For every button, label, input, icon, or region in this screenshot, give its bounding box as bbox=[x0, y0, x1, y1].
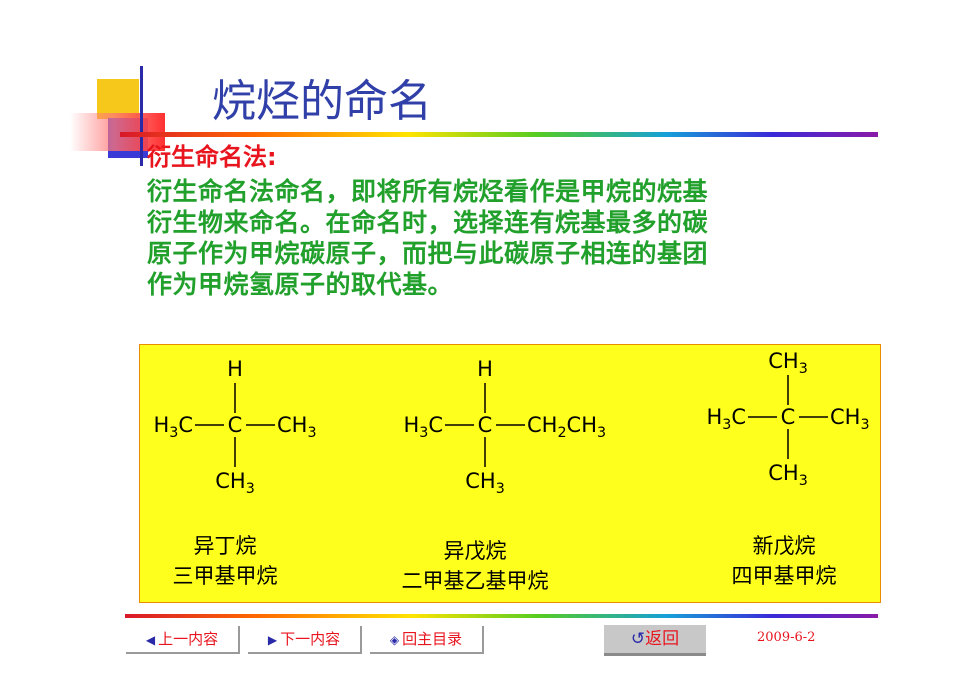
body-line: 作为甲烷氢原子的取代基。 bbox=[147, 270, 454, 299]
molecule-1-center-carbon: C bbox=[228, 413, 243, 437]
molecule-2-center-carbon: C bbox=[478, 413, 493, 437]
molecule-2-derived-name: 二甲基乙基甲烷 bbox=[402, 569, 549, 593]
title-deco-vertical-line bbox=[140, 66, 143, 166]
back-button[interactable]: ↺返回 bbox=[604, 625, 706, 656]
molecule-2-bottom-group: CH3 bbox=[465, 469, 505, 497]
diamond-icon: ◈ bbox=[389, 633, 400, 647]
molecule-1-common-name: 异丁烷 bbox=[194, 534, 257, 558]
molecule-1-left-group: H3C bbox=[153, 413, 193, 441]
next-content-button[interactable]: ▶下一内容 bbox=[248, 626, 362, 654]
date-label: 2009-6-2 bbox=[757, 630, 816, 645]
molecule-1-bottom-group: CH3 bbox=[215, 469, 255, 497]
molecule-1-derived-name: 三甲基甲烷 bbox=[173, 564, 278, 588]
molecule-3-top-group: CH3 bbox=[768, 349, 808, 377]
molecule-3-right-group: CH3 bbox=[830, 405, 870, 433]
footer-rainbow-rule bbox=[125, 614, 878, 618]
title-deco-yellow-square bbox=[97, 79, 139, 119]
molecule-2-top-group: H bbox=[477, 357, 493, 381]
molecule-2-left-group: H3C bbox=[403, 413, 443, 441]
molecule-3-bottom-group: CH3 bbox=[768, 461, 808, 489]
body-line: 原子作为甲烷碳原子，而把与此碳原子相连的基团 bbox=[147, 239, 709, 268]
prev-content-label: 上一内容 bbox=[158, 630, 219, 648]
main-menu-button[interactable]: ◈回主目录 bbox=[370, 626, 484, 654]
main-menu-label: 回主目录 bbox=[402, 630, 463, 648]
molecule-2-common-name: 异戊烷 bbox=[444, 539, 507, 563]
molecule-3-derived-name: 四甲基甲烷 bbox=[732, 564, 837, 588]
body-line: 衍生命名法命名，即将所有烷烃看作是甲烷的烷基 bbox=[147, 177, 709, 206]
molecule-3-left-group: H3C bbox=[706, 405, 746, 433]
section-subtitle: 衍生命名法: bbox=[147, 143, 277, 171]
body-paragraph: 衍生命名法命名，即将所有烷烃看作是甲烷的烷基 衍生物来命名。在命名时，选择连有烷… bbox=[147, 176, 887, 300]
molecule-3-center-carbon: C bbox=[781, 405, 796, 429]
title-rainbow-rule bbox=[120, 132, 878, 137]
triangle-right-icon: ▶ bbox=[267, 633, 278, 647]
page-title: 烷烃的命名 bbox=[212, 76, 432, 127]
prev-content-button[interactable]: ◀上一内容 bbox=[126, 626, 240, 654]
molecule-1-right-group: CH3 bbox=[277, 413, 317, 441]
back-label: 返回 bbox=[645, 629, 680, 649]
return-arrow-icon: ↺ bbox=[630, 629, 646, 649]
body-line: 衍生物来命名。在命名时，选择连有烷基最多的碳 bbox=[147, 208, 709, 237]
triangle-left-icon: ◀ bbox=[145, 633, 156, 647]
molecule-2-right-group: CH2CH3 bbox=[527, 413, 606, 441]
next-content-label: 下一内容 bbox=[280, 630, 341, 648]
molecule-3-common-name: 新戊烷 bbox=[753, 534, 816, 558]
molecule-1-top-group: H bbox=[227, 357, 243, 381]
